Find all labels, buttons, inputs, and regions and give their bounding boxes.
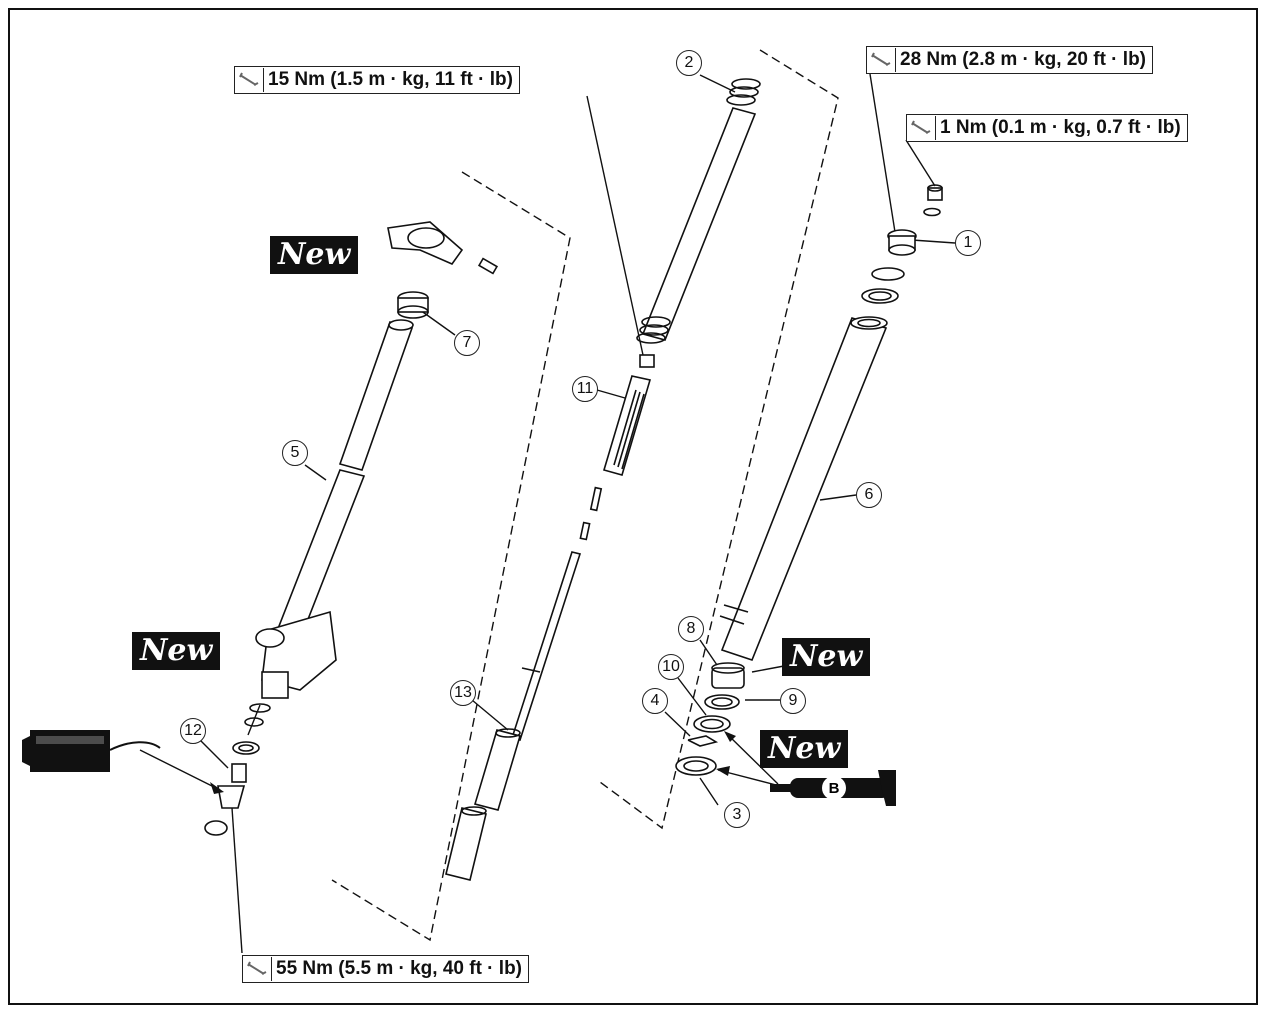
callout-5: 5 bbox=[282, 440, 308, 466]
torque-label-locknut: 15 Nm (1.5 m · kg, 11 ft · lb) bbox=[234, 66, 520, 94]
rebound-spring bbox=[603, 375, 652, 476]
seat-tube bbox=[445, 728, 522, 881]
callout-8: 8 bbox=[678, 616, 704, 642]
leader-12 bbox=[199, 739, 229, 769]
torque-text-cap-bolt: 28 Nm (2.8 m · kg, 20 ft · lb) bbox=[900, 49, 1146, 70]
callout-11: 11 bbox=[572, 376, 598, 402]
callout-3: 3 bbox=[724, 802, 750, 828]
torque-label-base-valve: 55 Nm (5.5 m · kg, 40 ft · lb) bbox=[242, 955, 529, 983]
new-part-badge: New bbox=[270, 236, 359, 274]
callout-4: 4 bbox=[642, 688, 668, 714]
axle-clamp bbox=[387, 221, 499, 275]
dashed-bracket-right bbox=[599, 49, 839, 830]
arrowhead-2 bbox=[724, 731, 736, 742]
leader-torque-55 bbox=[231, 807, 243, 954]
callout-12: 12 bbox=[180, 718, 206, 744]
lower-seals bbox=[204, 703, 271, 836]
leader-torque-1 bbox=[905, 139, 936, 187]
callout-2: 2 bbox=[676, 50, 702, 76]
callout-10: 10 bbox=[658, 654, 684, 680]
torque-wrench-icon bbox=[907, 116, 936, 140]
torque-label-cap-bolt: 28 Nm (2.8 m · kg, 20 ft · lb) bbox=[866, 46, 1153, 74]
leader-1 bbox=[911, 239, 956, 244]
inner-tube bbox=[255, 291, 429, 699]
callout-9: 9 bbox=[780, 688, 806, 714]
torque-text-air-screw: 1 Nm (0.1 m · kg, 0.7 ft · lb) bbox=[940, 117, 1181, 138]
callout-13: 13 bbox=[450, 680, 476, 706]
torque-wrench-icon bbox=[867, 48, 896, 72]
arrowhead-3 bbox=[210, 782, 224, 794]
leader-2 bbox=[699, 74, 736, 93]
leader-5 bbox=[304, 464, 327, 481]
new-part-badge: New bbox=[132, 632, 221, 670]
torque-text-locknut: 15 Nm (1.5 m · kg, 11 ft · lb) bbox=[268, 69, 513, 90]
leader-new-left bbox=[247, 704, 261, 736]
damper-rod bbox=[636, 78, 761, 368]
torque-wrench-icon bbox=[243, 957, 272, 981]
callout-1: 1 bbox=[955, 230, 981, 256]
grease-type-label: B bbox=[822, 776, 846, 800]
arrow-oil bbox=[139, 749, 221, 791]
outer-tube bbox=[719, 316, 888, 661]
oil-seal-set bbox=[675, 662, 745, 776]
leader-8 bbox=[699, 639, 718, 666]
leader-torque-15 bbox=[586, 95, 644, 356]
leader-torque-28 bbox=[869, 73, 896, 233]
leader-4 bbox=[664, 711, 691, 737]
leader-3 bbox=[699, 777, 719, 806]
leader-10 bbox=[677, 677, 707, 716]
oil-can-icon bbox=[22, 730, 161, 772]
new-part-badge: New bbox=[782, 638, 871, 676]
leader-6 bbox=[819, 494, 857, 501]
dashed-bracket-left bbox=[331, 171, 571, 942]
callout-7: 7 bbox=[454, 330, 480, 356]
rod-pieces bbox=[510, 486, 603, 741]
new-part-badge: New bbox=[760, 730, 849, 768]
callout-6: 6 bbox=[856, 482, 882, 508]
torque-label-air-screw: 1 Nm (0.1 m · kg, 0.7 ft · lb) bbox=[906, 114, 1188, 142]
arrow-grease-2 bbox=[725, 732, 779, 785]
leader-new-8 bbox=[751, 665, 785, 673]
torque-wrench-icon bbox=[235, 68, 264, 92]
diagram-frame bbox=[8, 8, 1258, 1005]
arrowhead-1 bbox=[716, 766, 730, 776]
leader-13 bbox=[471, 699, 509, 731]
leader-7 bbox=[419, 309, 456, 336]
torque-text-base-valve: 55 Nm (5.5 m · kg, 40 ft · lb) bbox=[276, 958, 522, 979]
cap-bolt bbox=[861, 184, 943, 304]
